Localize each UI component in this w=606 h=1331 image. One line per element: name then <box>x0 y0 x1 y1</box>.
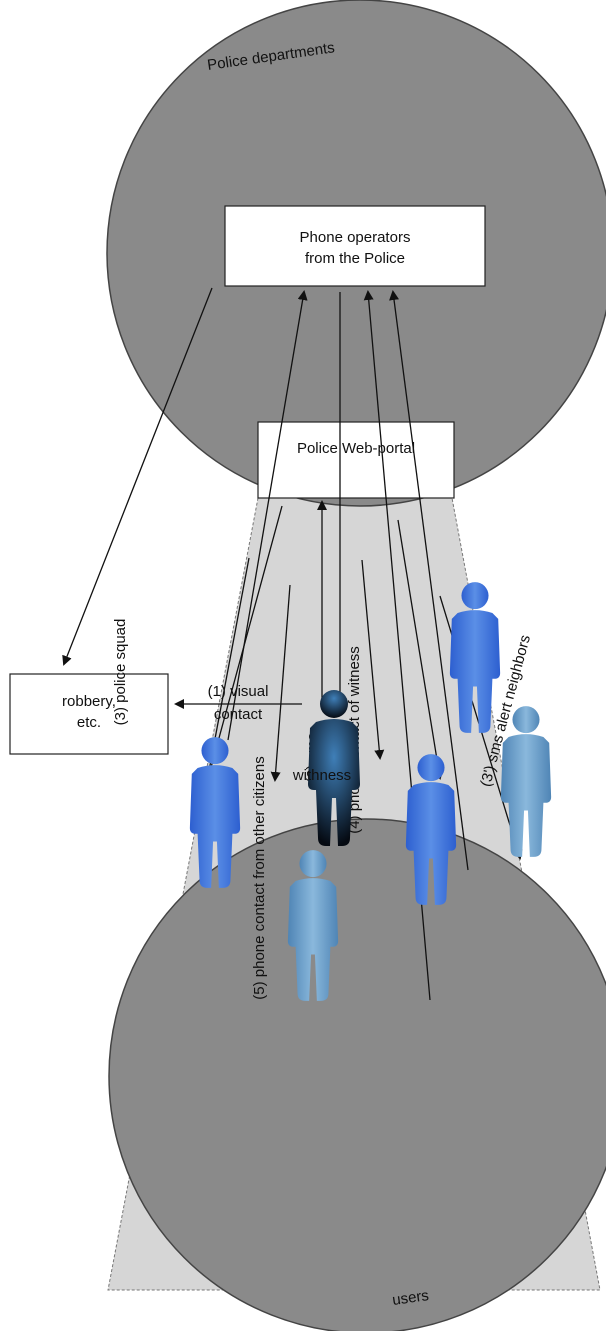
portal-down-short-2 <box>270 584 291 782</box>
visual-contact-line2: contact <box>214 706 263 723</box>
users-circle <box>108 818 606 1331</box>
phone-contact-citizens-label: (5) phone contact from other citizens <box>251 756 268 999</box>
portal-down-short-4 <box>397 519 444 780</box>
phone-operators-line2: from the Police <box>305 250 405 267</box>
robbery-line2: etc. <box>77 714 101 731</box>
police-squad-label: (3) police squad <box>112 619 129 726</box>
police-web-portal-label: Police Web-portal <box>297 440 415 457</box>
neighbor-to-operators-arrow-2 <box>389 290 469 871</box>
robbery-box: robbery, etc. <box>9 673 169 755</box>
phone-operators-box: Phone operators from the Police <box>224 205 486 287</box>
police-web-portal-box: Police Web-portal <box>257 421 455 499</box>
robbery-line1: robbery, <box>62 693 116 710</box>
users-label: users <box>391 1287 430 1309</box>
phone-operators-line1: Phone operators <box>300 229 411 246</box>
visual-contact-line1: (1) visual <box>208 683 269 700</box>
police-squad-arrow <box>62 287 213 666</box>
citizen-to-operators-arrow <box>227 290 308 741</box>
portal-down-short-3 <box>361 559 385 760</box>
witness-label: withness <box>292 767 351 784</box>
